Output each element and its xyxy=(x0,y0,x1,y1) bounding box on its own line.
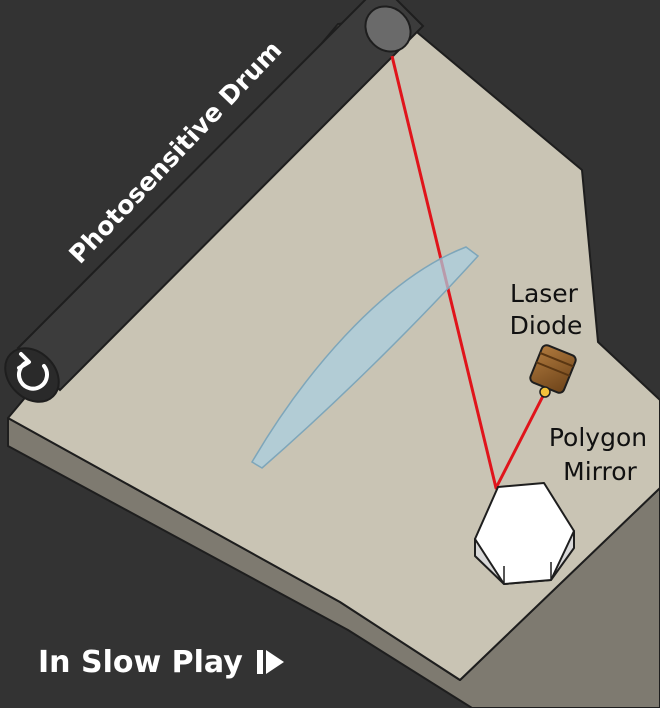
diode-emitter xyxy=(539,386,551,398)
play-label: In Slow Play xyxy=(38,644,243,680)
laser-beam xyxy=(390,55,546,490)
photosensitive-drum xyxy=(4,0,425,403)
play-pause-icon xyxy=(256,650,284,674)
laser-diode-label-line2: Diode xyxy=(510,311,583,340)
laser-diode xyxy=(529,344,577,398)
rotate-arrow-icon xyxy=(17,352,49,391)
laser-diode-label-line1: Laser xyxy=(510,279,579,308)
polygon-mirror-label-line2: Mirror xyxy=(563,457,637,486)
polygon-mirror-label-line1: Polygon xyxy=(549,423,647,452)
focusing-lens xyxy=(250,246,480,469)
polygon-mirror xyxy=(474,482,575,585)
slow-play-button[interactable]: In Slow Play xyxy=(38,640,287,684)
